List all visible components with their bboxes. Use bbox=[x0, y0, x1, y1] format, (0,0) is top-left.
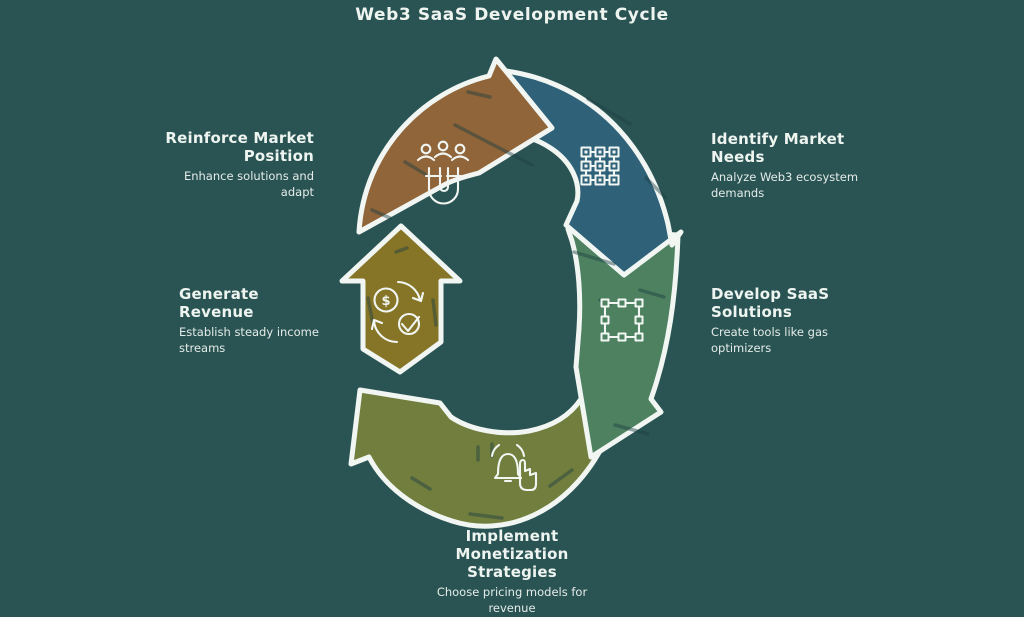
step-description: Establish steady income streams bbox=[179, 325, 319, 355]
coin-dollar-check-icon: $ bbox=[370, 280, 425, 344]
step-label: Develop SaaS Solutions bbox=[711, 285, 830, 321]
svg-text:$: $ bbox=[381, 294, 390, 309]
segment-implement-monetization bbox=[348, 387, 604, 529]
bell-subscribe-icon bbox=[490, 443, 538, 492]
step-description: Choose pricing models for revenue bbox=[436, 585, 588, 615]
step-develop-saas-solutions: Develop SaaS Solutions Create tools like… bbox=[711, 285, 871, 357]
magnet-people-icon bbox=[416, 140, 470, 205]
step-label: Generate Revenue bbox=[179, 285, 259, 321]
artboard-frame-icon bbox=[600, 298, 644, 342]
step-reinforce-market-position: Reinforce Market Position Enhance soluti… bbox=[149, 129, 314, 201]
page-title: Web3 SaaS Development Cycle bbox=[355, 5, 669, 25]
step-description: Create tools like gas optimizers bbox=[711, 325, 828, 355]
qr-grid-icon bbox=[580, 146, 620, 186]
step-implement-monetization: Implement Monetization Strategies Choose… bbox=[407, 527, 617, 617]
segment-reinforce-position bbox=[356, 56, 555, 235]
step-description: Analyze Web3 ecosystem demands bbox=[711, 170, 859, 200]
step-label: Identify Market Needs bbox=[711, 130, 845, 166]
segment-develop-saas bbox=[565, 226, 681, 460]
step-generate-revenue: Generate Revenue Establish steady income… bbox=[179, 285, 329, 357]
step-label: Implement Monetization Strategies bbox=[455, 527, 569, 581]
step-label: Reinforce Market Position bbox=[165, 129, 314, 165]
segment-generate-revenue bbox=[339, 223, 463, 375]
step-description: Enhance solutions and adapt bbox=[183, 169, 314, 199]
step-identify-market-needs: Identify Market Needs Analyze Web3 ecosy… bbox=[711, 130, 876, 202]
